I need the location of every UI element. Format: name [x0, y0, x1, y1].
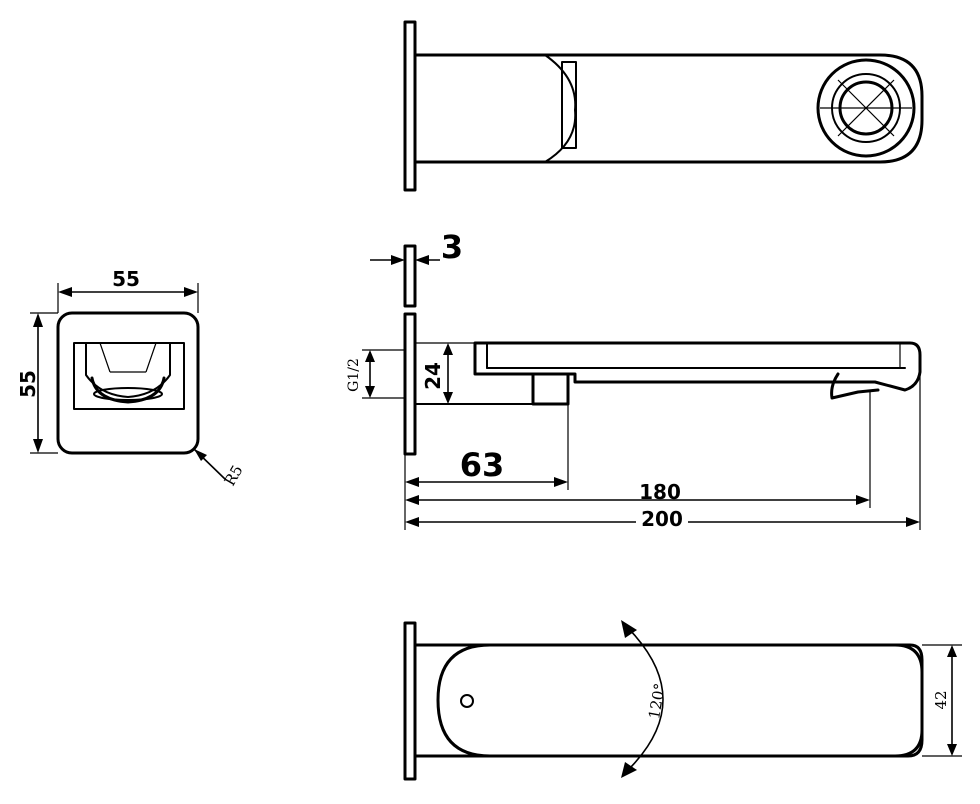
top-view-outlet-outer [816, 58, 916, 158]
side-view-outlet [830, 372, 880, 400]
front-height-label: 55 [16, 370, 40, 398]
bottom-view-lever [436, 643, 924, 758]
side-view-thickness-plate [403, 244, 417, 308]
dim-200-label-bg [636, 508, 688, 530]
front-view: 55 55 R5 [16, 267, 247, 489]
side-view-spout [473, 341, 922, 392]
spout-width-arrow-bottom [947, 744, 957, 756]
bottom-view-wall-plate [403, 621, 417, 781]
front-view-outlet [90, 376, 166, 404]
dim-200-label: 200 [641, 507, 683, 531]
top-view-lever [544, 54, 577, 163]
front-view-plate [56, 311, 200, 455]
front-view-facets [99, 342, 157, 373]
front-width-arrow-right [184, 287, 198, 297]
thread-label: G1/2 [346, 358, 362, 392]
dim-180-arrow-left [405, 495, 419, 505]
radius-arrow [194, 449, 207, 461]
rotation-arc [625, 625, 664, 773]
front-height-arrow-bottom [33, 439, 43, 453]
spout-height-label: 24 [421, 362, 445, 390]
top-view [403, 20, 924, 192]
thread-arrow-top [365, 350, 375, 362]
side-view: 3 G1/2 24 63 [346, 228, 922, 531]
radius-label: R5 [221, 462, 247, 489]
side-view-wall-plate [403, 312, 417, 456]
thickness-label: 3 [441, 228, 463, 266]
spout-height-arrow-bottom [443, 392, 453, 404]
thickness-arrow-right [415, 255, 429, 265]
front-view-aerator [93, 387, 163, 401]
top-view-outlet-facets [820, 79, 912, 137]
front-view-spout-frame [73, 342, 185, 410]
rotation-arrow-top [621, 620, 637, 638]
dim-180-arrow-right [856, 495, 870, 505]
top-view-wall-plate [403, 20, 417, 192]
dim-63-arrow-left [405, 477, 419, 487]
side-view-body [531, 372, 570, 406]
rotation-arrow-bottom [621, 762, 637, 778]
dim-63-label: 63 [460, 446, 505, 484]
spout-height-arrow-top [443, 343, 453, 355]
rotation-label: 120° [645, 682, 669, 721]
top-view-spout-outline [413, 53, 924, 164]
spout-width-label: 42 [932, 690, 950, 709]
front-width-label: 55 [112, 267, 140, 291]
dim-180-label: 180 [639, 480, 681, 504]
spout-width-arrow-top [947, 645, 957, 657]
top-view-lever-base [561, 61, 577, 149]
dim-200-arrow-left [405, 517, 419, 527]
front-height-arrow-top [33, 313, 43, 327]
thickness-arrow-left [391, 255, 405, 265]
dim-200-arrow-right [906, 517, 920, 527]
thread-arrow-bottom [365, 386, 375, 398]
dim-63-arrow-right [554, 477, 568, 487]
bottom-view-screw-hole [460, 694, 474, 708]
front-width-arrow-left [58, 287, 72, 297]
bottom-view: 120° 42 [403, 620, 962, 781]
bottom-view-spout-outline [413, 643, 924, 758]
